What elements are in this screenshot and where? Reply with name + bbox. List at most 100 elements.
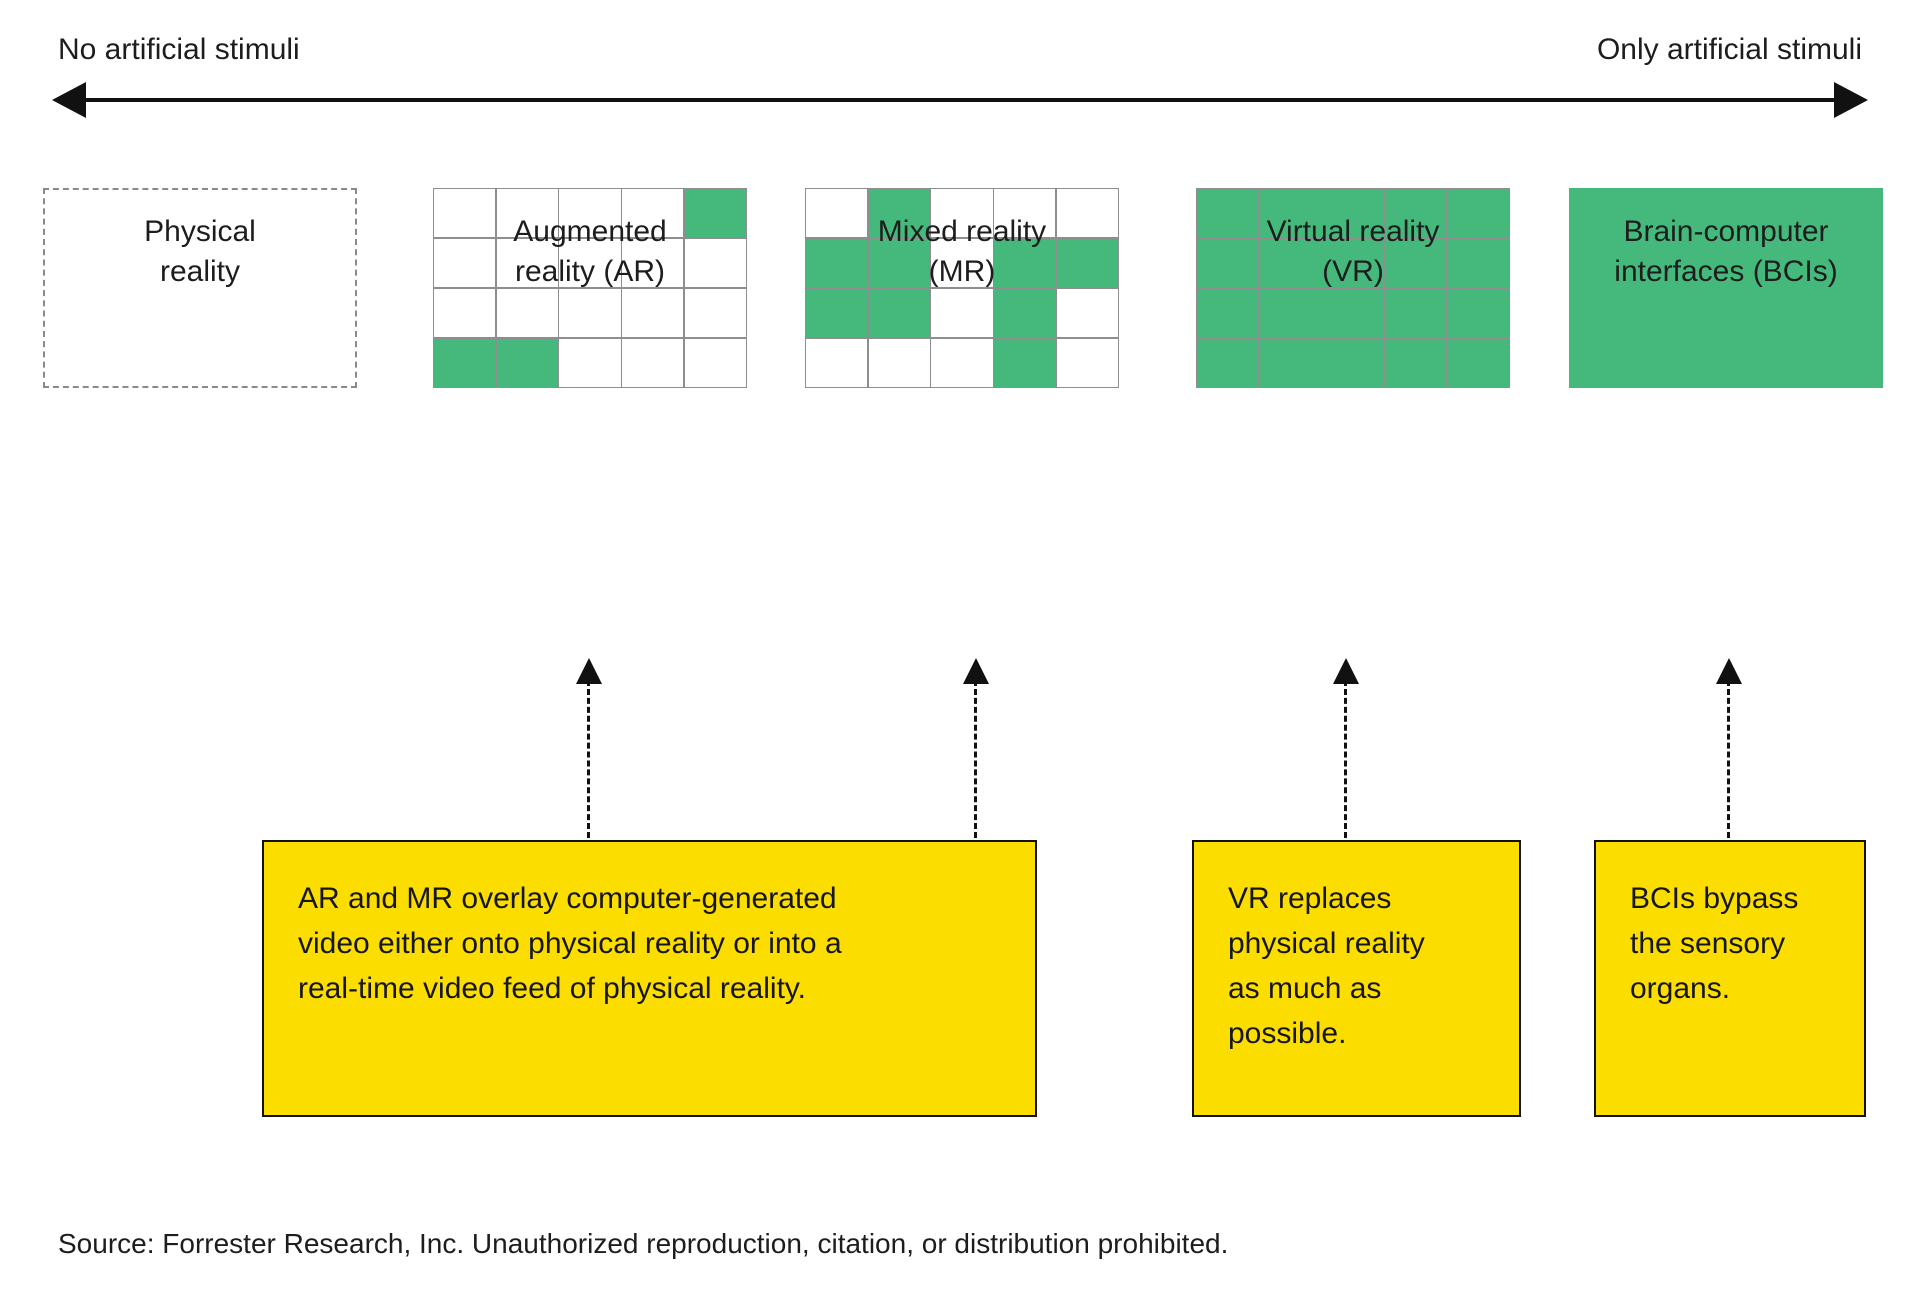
grid-cell-r2-c2 — [868, 238, 930, 288]
grid-cell-r4-c2 — [496, 338, 558, 387]
caption-brain-computer-interfaces: Brain-computer interfaces (BCIs) — [1569, 212, 1883, 291]
grid-cell-r1-c2 — [496, 189, 558, 238]
stage-virtual-reality — [1196, 188, 1510, 388]
grid-cell-r2-c4 — [622, 238, 684, 288]
callout-line: the sensory — [1630, 927, 1786, 960]
solid-green-block — [1569, 188, 1883, 388]
connector-arrow-to-augmented-reality — [576, 658, 602, 838]
grid-cell-r4-c2 — [868, 338, 930, 387]
grid-cell-r1-c5 — [1447, 189, 1509, 238]
callout-line: BCIs bypass — [1630, 882, 1799, 915]
grid-cell-r3-c5 — [1447, 288, 1509, 338]
dashed-empty-box — [43, 188, 357, 388]
grid-cell-r3-c2 — [868, 288, 930, 338]
callout-line: physical reality — [1228, 927, 1425, 960]
caption-virtual-reality: Virtual reality (VR) — [1196, 212, 1510, 291]
connector-arrow-to-brain-computer-interfaces — [1716, 658, 1742, 838]
dashed-stem — [1727, 680, 1730, 838]
grid-cell-r1-c3 — [1322, 189, 1384, 238]
arrow-head-up-icon — [576, 658, 602, 684]
grid-cell-r4-c3 — [559, 338, 621, 387]
callout-line: as much as — [1228, 972, 1382, 1005]
grid-cell-r3-c3 — [1322, 288, 1384, 338]
grid-cell-r1-c2 — [868, 189, 930, 238]
dashed-stem — [587, 680, 590, 838]
stage-brain-computer-interfaces — [1569, 188, 1883, 388]
grid-cell-r4-c3 — [1322, 338, 1384, 387]
grid-cell-r2-c1 — [806, 238, 868, 288]
axis-label-left: No artificial stimuli — [58, 33, 300, 66]
grid-cell-r4-c5 — [684, 338, 746, 387]
grid-cell-r1-c1 — [434, 189, 496, 238]
axis-label-right: Only artificial stimuli — [1596, 33, 1862, 66]
grid-cell-r2-c4 — [994, 238, 1056, 288]
figure-brain-computer-interfaces — [1569, 188, 1883, 388]
grid-cell-r4-c1 — [434, 338, 496, 387]
caption-line-1: Brain-computer — [1623, 215, 1829, 248]
grid-cell-r3-c2 — [496, 288, 558, 338]
grid-cell-r4-c2 — [1259, 338, 1321, 387]
grid-cell-r1-c3 — [559, 189, 621, 238]
caption-line-2: interfaces (BCIs) — [1614, 254, 1838, 288]
connector-arrow-to-mixed-reality — [963, 658, 989, 838]
arrow-head-up-icon — [1333, 658, 1359, 684]
callout-vr: VR replaces physical reality as much as … — [1192, 840, 1521, 1117]
figure-physical-reality — [43, 188, 357, 388]
grid-cell-r2-c2 — [496, 238, 558, 288]
grid-cell-r2-c4 — [1385, 238, 1447, 288]
dashed-stem — [974, 680, 977, 838]
grid-cell-r1-c5 — [684, 189, 746, 238]
callout-line: AR and MR overlay computer-generated — [298, 882, 837, 915]
callout-line: possible. — [1228, 1017, 1347, 1050]
caption-line-2: (MR) — [928, 254, 996, 288]
callout-line: video either onto physical reality or in… — [298, 927, 842, 960]
grid-cell-r2-c5 — [1056, 238, 1118, 288]
grid-mixed-reality — [805, 188, 1119, 388]
grid-cell-r3-c1 — [806, 288, 868, 338]
double-headed-arrow — [52, 82, 1868, 118]
grid-cell-r3-c2 — [1259, 288, 1321, 338]
caption-line-1: Augmented — [513, 215, 667, 248]
grid-cell-r2-c2 — [1259, 238, 1321, 288]
grid-cell-r4-c4 — [622, 338, 684, 387]
grid-cell-r2-c3 — [931, 238, 993, 288]
grid-cell-r4-c4 — [994, 338, 1056, 387]
grid-cell-r1-c4 — [622, 189, 684, 238]
grid-cell-r3-c4 — [622, 288, 684, 338]
callout-line: real-time video feed of physical reality… — [298, 972, 807, 1005]
caption-line-2: reality — [159, 254, 241, 288]
grid-cell-r1-c5 — [1056, 189, 1118, 238]
grid-cell-r2-c1 — [1197, 238, 1259, 288]
callout-line: VR replaces — [1228, 882, 1392, 915]
grid-cell-r3-c4 — [994, 288, 1056, 338]
stage-physical-reality — [43, 188, 357, 388]
callout-ar-mr: AR and MR overlay computer-generated vid… — [262, 840, 1037, 1117]
grid-cell-r4-c3 — [931, 338, 993, 387]
caption-augmented-reality: Augmented reality (AR) — [433, 212, 747, 291]
grid-cell-r4-c1 — [806, 338, 868, 387]
grid-cell-r2-c1 — [434, 238, 496, 288]
grid-cell-r2-c3 — [559, 238, 621, 288]
grid-cell-r3-c5 — [684, 288, 746, 338]
grid-augmented-reality — [433, 188, 747, 388]
caption-line-1: Physical — [144, 215, 256, 248]
grid-cell-r2-c3 — [1322, 238, 1384, 288]
grid-cell-r1-c1 — [1197, 189, 1259, 238]
caption-line-2: (VR) — [1322, 254, 1384, 288]
arrow-head-up-icon — [963, 658, 989, 684]
grid-cell-r1-c2 — [1259, 189, 1321, 238]
grid-virtual-reality — [1196, 188, 1510, 388]
dashed-stem — [1344, 680, 1347, 838]
source-note: Source: Forrester Research, Inc. Unautho… — [58, 1228, 1229, 1259]
grid-cell-r4-c4 — [1385, 338, 1447, 387]
grid-cell-r1-c1 — [806, 189, 868, 238]
grid-cell-r3-c3 — [559, 288, 621, 338]
figure-augmented-reality — [433, 188, 747, 388]
grid-cell-r2-c5 — [684, 238, 746, 288]
stage-mixed-reality — [805, 188, 1119, 388]
grid-cell-r4-c5 — [1056, 338, 1118, 387]
caption-line-2: reality (AR) — [514, 254, 665, 288]
grid-cell-r3-c4 — [1385, 288, 1447, 338]
grid-cell-r3-c3 — [931, 288, 993, 338]
